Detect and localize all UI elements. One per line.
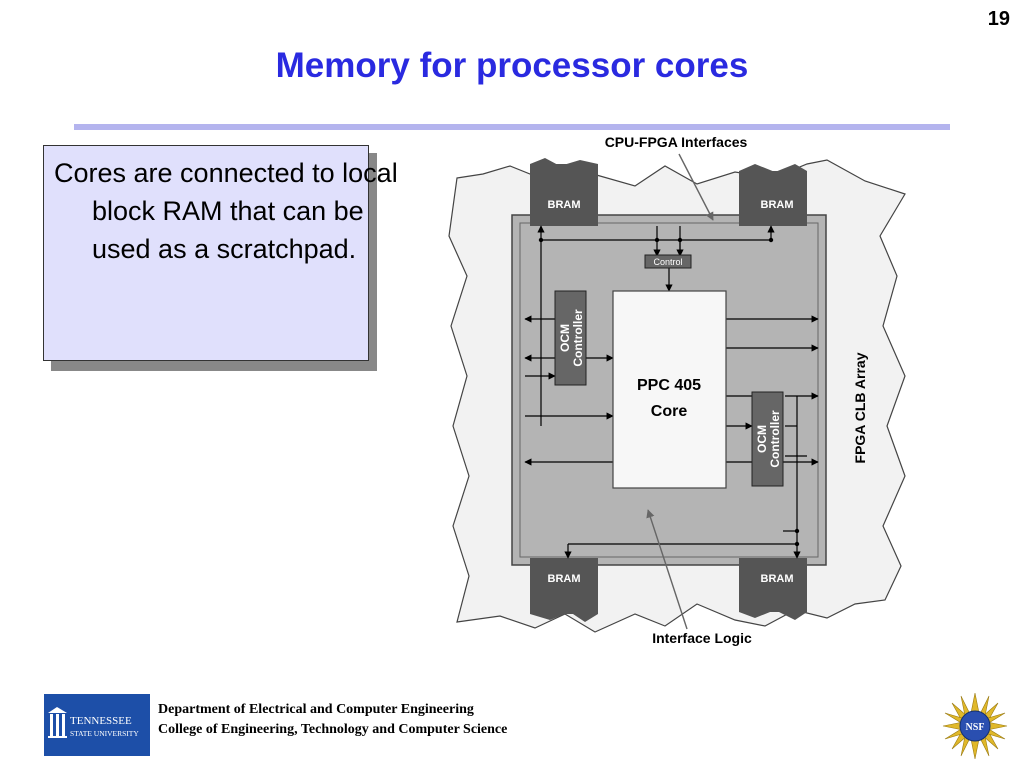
title-divider: [74, 124, 950, 130]
ocm-controller-right: OCM Controller: [751, 391, 784, 487]
control-block: Control: [644, 254, 692, 269]
control-label: Control: [653, 257, 682, 267]
bram-label-bl: BRAM: [548, 573, 581, 585]
ocm-right-line2: Controller: [768, 410, 782, 468]
core-label-line2: Core: [651, 403, 688, 420]
bullet-text: Cores are connected to local block RAM t…: [54, 158, 398, 264]
bram-label-tr: BRAM: [761, 199, 794, 211]
ocm-right-line1: OCM: [755, 425, 769, 453]
label-interface-logic: Interface Logic: [652, 630, 752, 646]
bram-label-tl: BRAM: [548, 199, 581, 211]
ocm-left-line2: Controller: [571, 309, 585, 367]
slide-number: 19: [987, 8, 1010, 30]
ocm-controller-left: OCM Controller: [554, 290, 587, 386]
tsu-logo-text2: STATE UNIVERSITY: [70, 729, 139, 738]
footer-dept-line1: Department of Electrical and Computer En…: [158, 702, 474, 717]
nsf-logo-text: NSF: [966, 722, 985, 733]
label-cpu-fpga-interfaces: CPU-FPGA Interfaces: [605, 134, 748, 150]
slide-title: Memory for processor cores: [275, 46, 749, 85]
bram-bottom-left: BRAM: [530, 558, 598, 622]
bram-top-left: BRAM: [530, 158, 598, 226]
tsu-logo: TENNESSEE STATE UNIVERSITY: [44, 694, 150, 756]
bram-label-br: BRAM: [761, 573, 794, 585]
ocm-left-line1: OCM: [558, 324, 572, 352]
nsf-logo: NSF: [942, 692, 1008, 760]
footer-department: Department of Electrical and Computer En…: [158, 700, 507, 740]
ppc405-core: PPC 405 Core: [612, 290, 727, 489]
text-box: Cores are connected to local block RAM t…: [43, 145, 398, 361]
tsu-logo-text1: TENNESSEE: [70, 715, 132, 727]
core-label-line1: PPC 405: [637, 377, 701, 394]
bram-top-right: BRAM: [739, 164, 807, 226]
bram-bottom-right: BRAM: [739, 558, 807, 620]
label-fpga-clb-array: FPGA CLB Array: [852, 352, 868, 463]
footer-dept-line2: College of Engineering, Technology and C…: [158, 722, 508, 737]
ppc405-diagram: BRAM BRAM BRAM BRAM: [448, 134, 906, 646]
